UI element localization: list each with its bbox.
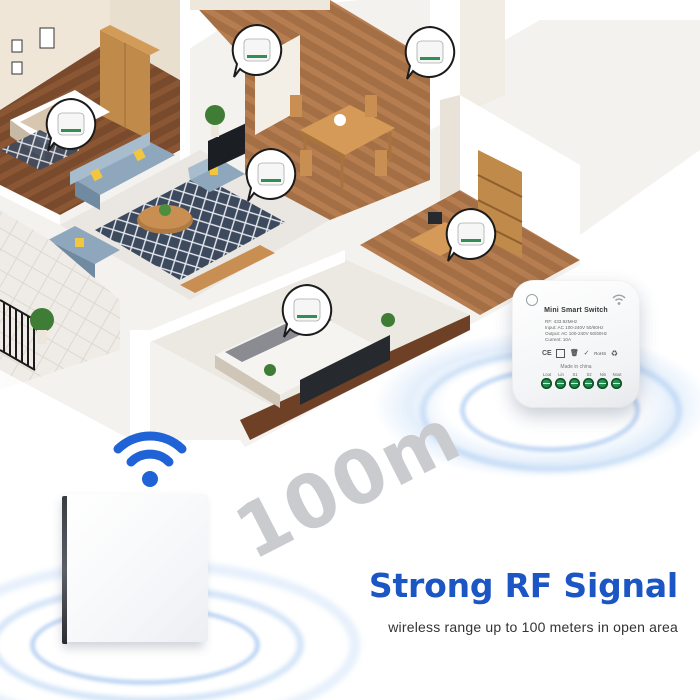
power-button-icon <box>526 294 538 306</box>
wifi-signal-icon <box>113 431 187 487</box>
module-made-in: Made in china <box>560 364 592 370</box>
module-terminal-block: Lout Lin S1 S2 Nin Nout <box>541 372 622 394</box>
subheadline: wireless range up to 100 meters in open … <box>388 619 678 635</box>
module-spec-input: Input: AC 100-240V 50/60Hz <box>545 325 604 330</box>
terminal-label: S1 <box>572 372 578 377</box>
terminal-screw <box>569 378 580 389</box>
mini-smart-switch-module: Mini Smart Switch RF: 433.92MHz Input: A… <box>512 280 640 408</box>
terminal-screw <box>555 378 566 389</box>
rohs-mark: RoHS <box>594 350 607 356</box>
rf-signal-icon <box>612 294 626 305</box>
switch-callout-living <box>245 147 297 202</box>
terminal-screw <box>583 378 594 389</box>
switch-callout-hall <box>404 25 456 80</box>
module-spec-rf: RF: 433.92MHz <box>545 319 578 324</box>
switch-callout-bedroom <box>45 97 97 152</box>
ce-mark-icon: CE <box>542 349 552 357</box>
square-mark-icon <box>556 348 566 358</box>
check-icon: ✓ <box>583 350 590 357</box>
module-spec-output: Output: AC 100-240V 50/60Hz <box>545 331 608 336</box>
bin-mark-icon: 🗑 <box>570 350 579 357</box>
module-spec-current: Current: 10A <box>545 337 572 342</box>
wireless-wall-switch <box>62 494 208 644</box>
recycle-icon: ♻ <box>610 348 618 358</box>
switch-callout-dining <box>231 23 283 78</box>
terminal-label: S2 <box>586 372 592 377</box>
terminal-label: Nin <box>599 372 607 377</box>
module-title: Mini Smart Switch <box>544 307 608 314</box>
terminal-label: Lin <box>558 372 564 377</box>
terminal-label: Nout <box>612 372 622 377</box>
switch-callout-bottom-bedroom <box>281 283 333 338</box>
terminal-screw <box>597 378 608 389</box>
module-cert-marks: CE 🗑 ✓ RoHS ♻ <box>542 348 618 358</box>
headline: Strong RF Signal <box>368 566 678 605</box>
switch-callout-study <box>445 207 497 262</box>
terminal-label: Lout <box>542 372 552 377</box>
terminal-screw <box>611 378 622 389</box>
terminal-screw <box>541 378 552 389</box>
